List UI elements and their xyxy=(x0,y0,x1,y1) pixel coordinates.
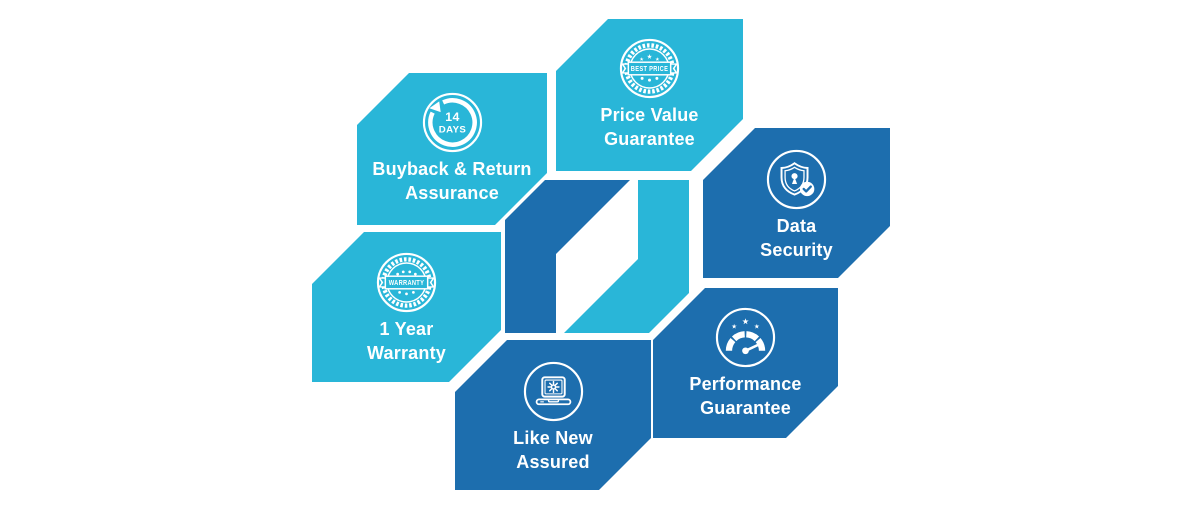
tile-performance-guarantee: Performance Guarantee xyxy=(653,288,838,438)
tile-label-line1: Like New xyxy=(513,428,593,448)
tile-label-line2: Assurance xyxy=(405,183,499,203)
tile-label-line2: Guarantee xyxy=(700,398,791,418)
tile-buyback-return-assurance: 14 DAYS Buyback & Return Assurance xyxy=(357,73,547,225)
14-days-return-icon: 14 DAYS xyxy=(421,91,484,154)
tile-label-line1: Data xyxy=(776,216,817,236)
badge-ribbon-text: BEST PRICE xyxy=(631,65,668,73)
tile-label-line2: Security xyxy=(760,240,833,260)
tile-label-line1: Price Value xyxy=(600,105,699,125)
tile-label: Data Security xyxy=(760,214,833,262)
tile-label: Performance Guarantee xyxy=(689,372,801,420)
badge-ribbon-text: WARRANTY xyxy=(389,278,424,287)
logo-right-shape xyxy=(564,180,689,333)
tile-one-year-warranty: WARRANTY 1 Year Warranty xyxy=(312,232,501,382)
tile-label-line2: Warranty xyxy=(367,343,446,363)
tile-label: Like New Assured xyxy=(513,426,593,474)
tile-price-value-guarantee: BEST PRICE Price Value Guarantee xyxy=(556,19,743,171)
tile-label: Price Value Guarantee xyxy=(600,103,698,151)
tile-label-line2: Guarantee xyxy=(604,129,695,149)
best-price-badge-icon: BEST PRICE xyxy=(618,37,681,100)
shield-check-icon xyxy=(765,148,828,211)
logo-left-shape xyxy=(505,180,630,333)
laptop-like-new-icon xyxy=(522,360,585,423)
tile-label-line1: 1 Year xyxy=(379,319,434,339)
warranty-badge-icon: WARRANTY xyxy=(375,251,438,314)
icon-days-word: DAYS xyxy=(438,124,466,135)
performance-gauge-icon xyxy=(714,306,777,369)
tile-like-new-assured: Like New Assured xyxy=(455,340,651,490)
icon-days-number: 14 xyxy=(445,110,459,124)
tile-data-security: Data Security xyxy=(703,128,890,278)
tile-label-line1: Performance xyxy=(689,374,802,394)
tile-label-line2: Assured xyxy=(516,452,590,472)
tile-label: Buyback & Return Assurance xyxy=(372,157,531,205)
tile-label: 1 Year Warranty xyxy=(367,317,446,365)
tile-label-line1: Buyback & Return xyxy=(372,159,532,179)
brand-logomark xyxy=(505,180,689,333)
